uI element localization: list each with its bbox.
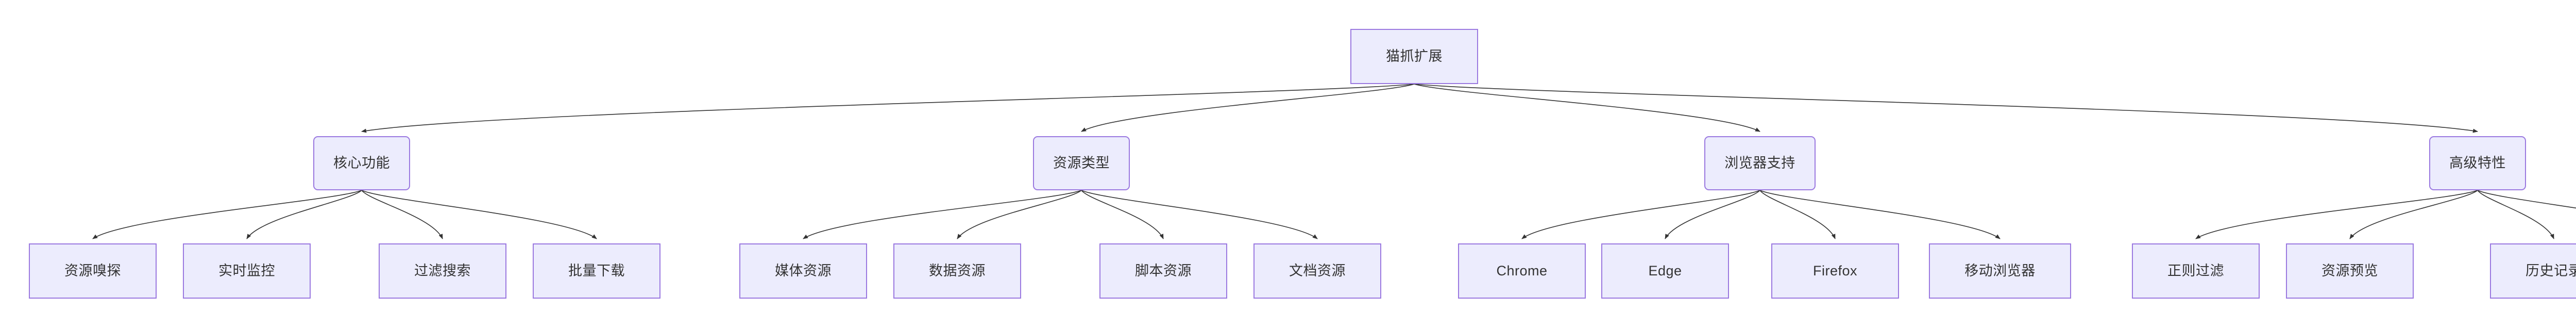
node-label: Firefox — [1812, 263, 1858, 278]
node-restype-1[interactable]: 媒体资源 — [739, 243, 867, 299]
edge-browser-to-browser-1 — [1521, 190, 1760, 239]
node-label: 资源嗅探 — [64, 263, 121, 278]
node-label: 资源预览 — [2321, 263, 2378, 278]
node-label: 高级特性 — [2449, 155, 2506, 171]
node-label: 猫抓扩展 — [1386, 48, 1443, 64]
edge-restype-to-restype-4 — [1081, 190, 1318, 239]
node-advanced[interactable]: 高级特性 — [2429, 136, 2526, 190]
node-restype-2[interactable]: 数据资源 — [893, 243, 1021, 299]
node-label: 脚本资源 — [1135, 263, 1192, 278]
edge-browser-to-browser-3 — [1759, 190, 1836, 239]
edge-restype-to-restype-2 — [957, 190, 1082, 239]
node-core[interactable]: 核心功能 — [313, 136, 410, 190]
node-label: 资源类型 — [1053, 155, 1110, 171]
node-label: 媒体资源 — [775, 263, 832, 278]
node-browser-3[interactable]: Firefox — [1771, 243, 1899, 299]
node-advanced-2[interactable]: 资源预览 — [2286, 243, 2414, 299]
edge-restype-to-restype-3 — [1081, 190, 1164, 239]
edge-root-to-browser — [1414, 84, 1760, 132]
node-advanced-1[interactable]: 正则过滤 — [2132, 243, 2260, 299]
node-browser[interactable]: 浏览器支持 — [1704, 136, 1816, 190]
node-browser-4[interactable]: 移动浏览器 — [1929, 243, 2071, 299]
edge-restype-to-restype-1 — [803, 190, 1082, 239]
node-core-1[interactable]: 资源嗅探 — [29, 243, 157, 299]
node-advanced-3[interactable]: 历史记录 — [2490, 243, 2576, 299]
edge-root-to-restype — [1081, 84, 1415, 132]
node-label: 移动浏览器 — [1964, 263, 2036, 278]
edge-core-to-core-2 — [246, 190, 362, 239]
edge-root-to-advanced — [1414, 84, 2478, 133]
node-label: 数据资源 — [929, 263, 986, 278]
node-label: 核心功能 — [333, 155, 390, 171]
node-label: 批量下载 — [568, 263, 625, 278]
node-root[interactable]: 猫抓扩展 — [1350, 29, 1478, 84]
node-label: Edge — [1648, 263, 1682, 278]
node-core-3[interactable]: 过滤搜索 — [379, 243, 506, 299]
node-restype-3[interactable]: 脚本资源 — [1099, 243, 1227, 299]
node-label: 过滤搜索 — [414, 263, 471, 278]
node-core-4[interactable]: 批量下载 — [533, 243, 660, 299]
edge-advanced-to-advanced-3 — [2477, 190, 2554, 239]
node-restype-4[interactable]: 文档资源 — [1253, 243, 1381, 299]
node-label: 正则过滤 — [2167, 263, 2224, 278]
node-label: 历史记录 — [2526, 263, 2576, 278]
edge-root-to-core — [361, 84, 1415, 133]
node-label: 实时监控 — [218, 263, 275, 278]
edge-browser-to-browser-2 — [1665, 190, 1760, 239]
edge-core-to-core-4 — [361, 190, 597, 239]
edge-core-to-core-1 — [92, 190, 362, 239]
node-label: Chrome — [1496, 263, 1548, 278]
node-core-2[interactable]: 实时监控 — [183, 243, 311, 299]
node-label: 文档资源 — [1289, 263, 1346, 278]
node-browser-2[interactable]: Edge — [1601, 243, 1729, 299]
edge-core-to-core-3 — [361, 190, 443, 239]
edge-advanced-to-advanced-1 — [2195, 190, 2478, 239]
node-label: 浏览器支持 — [1724, 155, 1795, 171]
edge-browser-to-browser-4 — [1759, 190, 2001, 239]
edge-advanced-to-advanced-2 — [2349, 190, 2478, 239]
node-restype[interactable]: 资源类型 — [1033, 136, 1130, 190]
edge-advanced-to-advanced-4 — [2477, 190, 2576, 209]
node-browser-1[interactable]: Chrome — [1458, 243, 1586, 299]
